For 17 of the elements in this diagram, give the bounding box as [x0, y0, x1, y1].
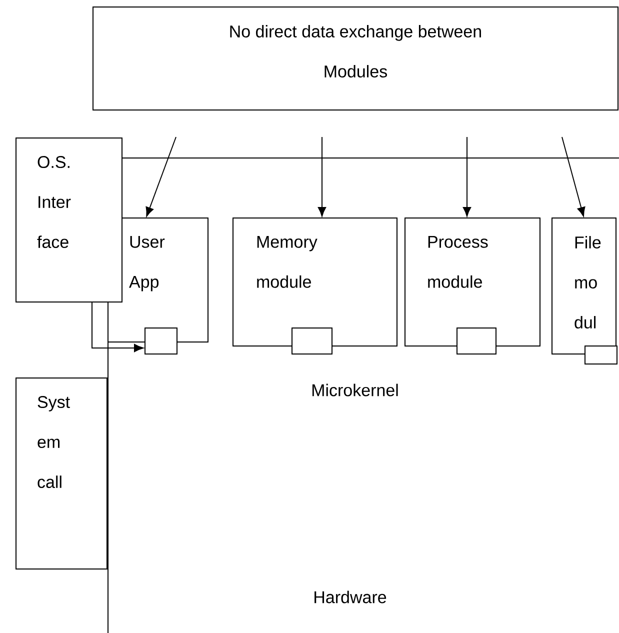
arrow — [146, 136, 176, 217]
arrow — [92, 302, 144, 352]
arrow — [318, 136, 326, 217]
port-box — [144, 328, 178, 354]
arrow — [562, 136, 586, 217]
layer-label: Hardware — [314, 590, 386, 604]
module-box: Process module — [404, 218, 540, 346]
interface-box: O.S. Inter face — [16, 138, 122, 302]
layer-label: Microkernel — [312, 384, 398, 396]
system-call-box: Syst em call — [16, 378, 108, 570]
port-box — [292, 328, 332, 354]
note-box: No direct data exchange between Modules — [92, 6, 618, 110]
port-box — [584, 346, 618, 364]
port-box — [456, 328, 496, 354]
arrow — [462, 136, 472, 217]
module-box: Memory module — [232, 218, 398, 346]
module-box: File mo dul — [552, 218, 616, 354]
